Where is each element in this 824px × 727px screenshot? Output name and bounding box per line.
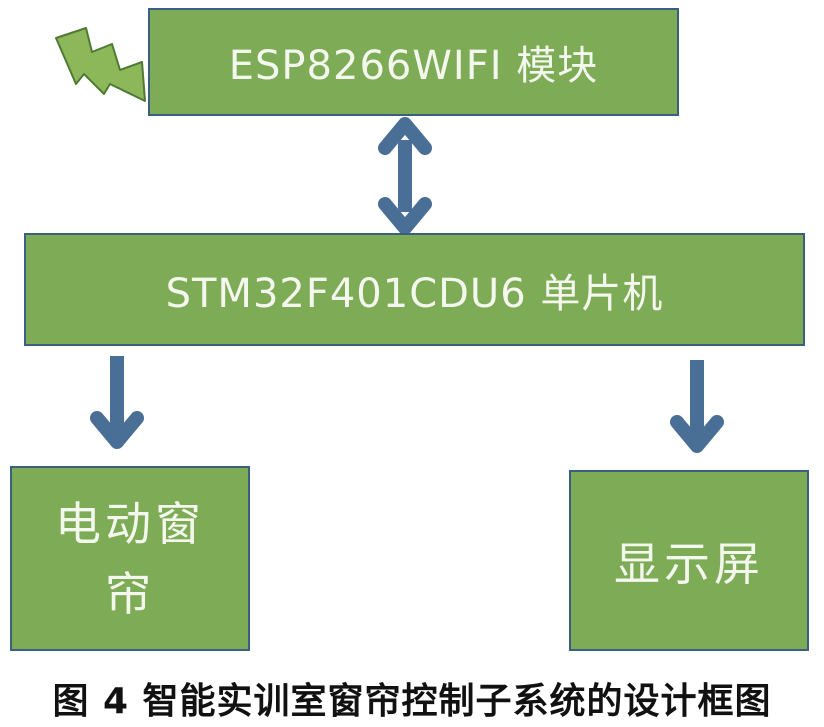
display-label: 显示屏 bbox=[614, 536, 764, 591]
arrow-to-curtain bbox=[90, 356, 144, 449]
wifi-module-label: ESP8266WIFI 模块 bbox=[228, 43, 599, 89]
display-box: 显示屏 bbox=[569, 470, 809, 651]
mcu-box: STM32F401CDU6 单片机 bbox=[24, 233, 805, 346]
wifi-module-box: ESP8266WIFI 模块 bbox=[148, 8, 679, 116]
arrow-to-display bbox=[670, 360, 724, 453]
mcu-label: STM32F401CDU6 单片机 bbox=[165, 270, 664, 317]
bidirectional-arrow bbox=[378, 117, 432, 235]
curtain-label: 电动窗帘 bbox=[55, 496, 205, 621]
figure-caption: 图 4 智能实训室窗帘控制子系统的设计框图 bbox=[52, 681, 772, 722]
lightning-bolt-icon bbox=[55, 27, 146, 102]
curtain-box: 电动窗帘 bbox=[10, 466, 250, 651]
